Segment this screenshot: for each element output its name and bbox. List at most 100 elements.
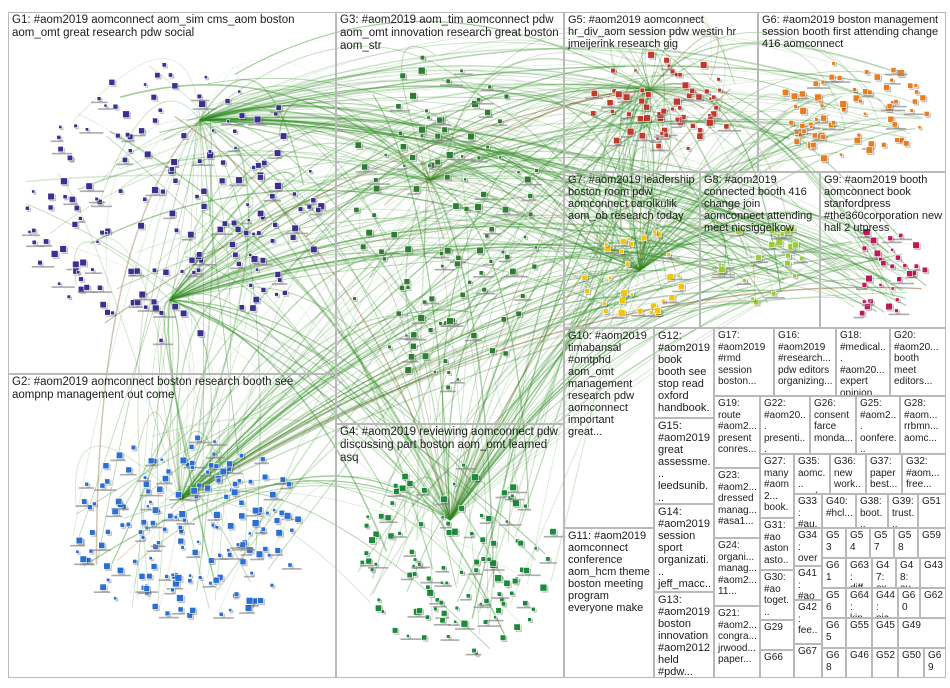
node bbox=[223, 494, 229, 500]
edge bbox=[295, 87, 651, 209]
node bbox=[226, 119, 231, 124]
node bbox=[801, 128, 807, 134]
node bbox=[856, 132, 862, 138]
node-label-mark bbox=[669, 123, 685, 125]
node-label-mark bbox=[483, 264, 495, 266]
node bbox=[187, 578, 193, 584]
edge bbox=[440, 39, 651, 91]
node bbox=[539, 583, 548, 592]
group-label-g8: G8: #aom2019 connected booth 416 change … bbox=[704, 174, 813, 234]
node bbox=[409, 549, 415, 555]
group-label-g47: G47: ex... bbox=[876, 560, 892, 587]
node bbox=[858, 98, 863, 104]
node bbox=[861, 245, 868, 251]
node-label-mark bbox=[868, 257, 882, 260]
node bbox=[711, 94, 717, 100]
group-box-g22: G22: #aom20... presenti... manage... bbox=[760, 396, 810, 454]
edge bbox=[199, 119, 261, 552]
node bbox=[517, 539, 524, 547]
node bbox=[146, 504, 150, 509]
node bbox=[244, 604, 253, 612]
node bbox=[191, 270, 197, 275]
node-label-mark bbox=[453, 73, 473, 76]
node bbox=[237, 478, 242, 484]
node-label-mark bbox=[240, 554, 252, 556]
edge bbox=[429, 179, 488, 610]
node-label-mark bbox=[884, 105, 907, 108]
node bbox=[406, 634, 410, 638]
edge bbox=[626, 210, 641, 271]
edge bbox=[621, 205, 650, 271]
edge bbox=[159, 119, 431, 181]
node bbox=[788, 120, 795, 126]
node bbox=[445, 384, 451, 391]
node bbox=[432, 370, 437, 375]
edge bbox=[169, 85, 640, 301]
node bbox=[426, 115, 431, 120]
edge bbox=[179, 309, 472, 501]
edge bbox=[199, 119, 591, 258]
edge bbox=[429, 179, 480, 635]
node bbox=[793, 138, 800, 145]
node bbox=[527, 211, 534, 218]
group-box-g21: G21: #aom2... congra... jrwood... paper.… bbox=[714, 606, 760, 678]
node bbox=[97, 284, 103, 291]
group-label-g9: G9: #aom2019 booth aomconnect book stanf… bbox=[824, 174, 943, 234]
node bbox=[125, 132, 131, 138]
node bbox=[493, 615, 497, 620]
node bbox=[390, 231, 398, 239]
node bbox=[73, 205, 80, 212]
edge bbox=[120, 84, 431, 181]
node bbox=[617, 309, 626, 317]
node bbox=[252, 506, 260, 515]
node-label-mark bbox=[672, 290, 684, 293]
edge bbox=[225, 152, 451, 521]
node bbox=[374, 604, 382, 612]
edge bbox=[649, 89, 894, 306]
node bbox=[200, 203, 208, 210]
edge bbox=[169, 246, 906, 301]
node bbox=[697, 127, 703, 133]
node bbox=[489, 559, 497, 567]
edge bbox=[199, 119, 670, 298]
node-label-mark bbox=[881, 109, 905, 112]
node bbox=[418, 125, 426, 134]
node bbox=[255, 550, 264, 558]
edge bbox=[169, 242, 891, 301]
group-box-g40: G40: #hcl... bbox=[822, 494, 856, 528]
node bbox=[534, 168, 539, 173]
edge bbox=[509, 269, 641, 605]
node bbox=[92, 501, 97, 507]
group-box-g39: G39: trust... bbox=[888, 494, 918, 528]
node-label-mark bbox=[463, 536, 475, 539]
edge bbox=[77, 154, 641, 271]
node bbox=[893, 99, 899, 105]
node bbox=[878, 283, 883, 287]
node bbox=[655, 231, 662, 238]
node bbox=[125, 466, 133, 474]
node bbox=[200, 187, 208, 195]
node bbox=[243, 230, 250, 236]
node bbox=[820, 154, 828, 163]
node bbox=[399, 484, 407, 492]
node-label-mark bbox=[473, 276, 495, 278]
node bbox=[504, 254, 511, 260]
node-label-mark bbox=[391, 536, 408, 538]
node-label-mark bbox=[892, 238, 912, 241]
group-box-g9: G9: #aom2019 booth aomconnect book stanf… bbox=[820, 172, 946, 328]
group-box-g11: G11: #aom2019 aomconnect conference aom_… bbox=[564, 528, 654, 678]
node bbox=[898, 233, 904, 238]
node bbox=[476, 155, 482, 161]
node bbox=[122, 110, 130, 119]
node bbox=[903, 140, 910, 147]
edge bbox=[169, 225, 789, 301]
node bbox=[523, 567, 530, 574]
node-label-mark bbox=[26, 245, 45, 248]
node bbox=[445, 78, 451, 84]
node bbox=[601, 301, 607, 307]
node bbox=[73, 123, 78, 128]
edge bbox=[199, 45, 484, 121]
node bbox=[479, 536, 486, 543]
node-label-mark bbox=[387, 495, 405, 497]
node-label-mark bbox=[614, 245, 631, 247]
